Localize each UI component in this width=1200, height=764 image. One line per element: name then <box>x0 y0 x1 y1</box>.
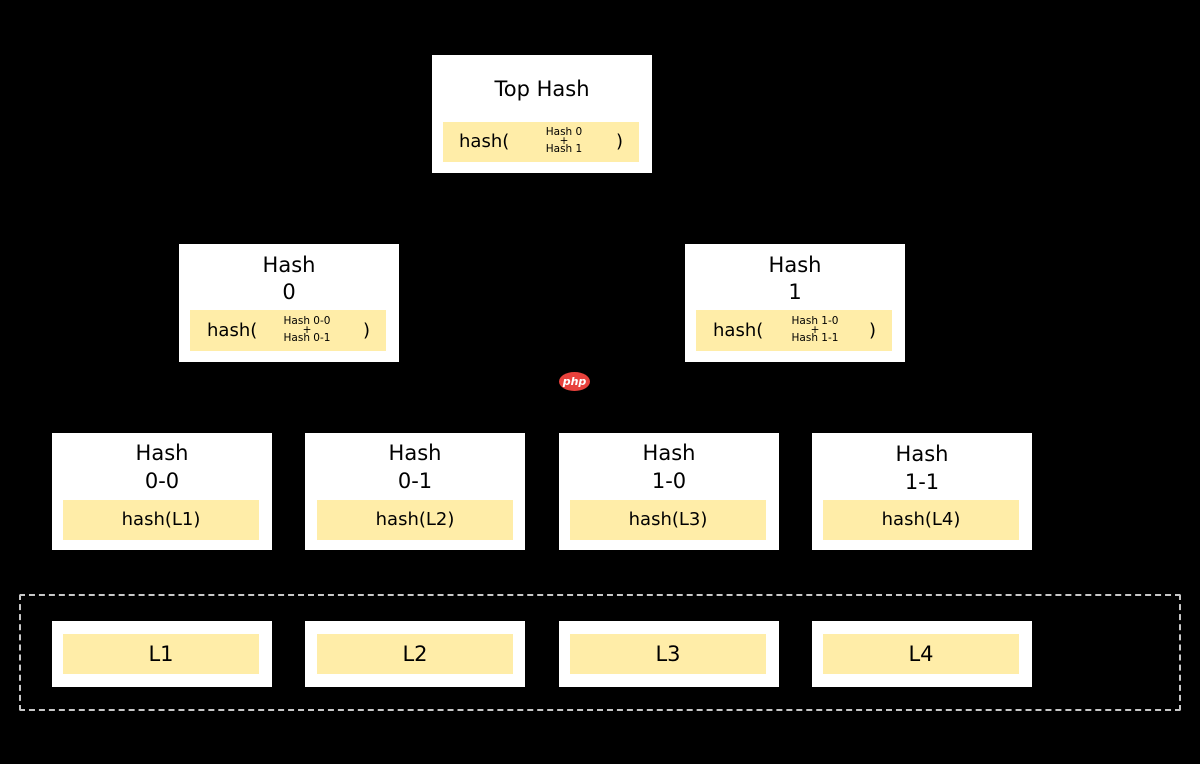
hash-1-title-line1: Hash <box>768 253 822 277</box>
leaf-l3-box: L3 <box>570 634 766 674</box>
arrow-hash0-right <box>342 360 351 368</box>
hash-1-0-title-line1: Hash <box>642 441 696 465</box>
hash-1-1-value-box: hash(L4) <box>823 500 1019 540</box>
hash-close-paren: ) <box>869 320 877 341</box>
top-hash-title: Top Hash <box>494 77 590 101</box>
leaf-l1-label: L1 <box>148 642 174 666</box>
leaf-l2-label: L2 <box>402 642 428 666</box>
hash-0-title-line1: Hash <box>262 253 316 277</box>
operand-a: Hash 0-0 <box>283 315 331 327</box>
arrow-hash1-left <box>734 360 743 368</box>
leaf-l4-label: L4 <box>908 642 934 666</box>
leaf-l1-node: L1 <box>52 621 272 687</box>
hash-function-label: hash( <box>459 131 510 152</box>
hash-operands: Hash 1-0 + Hash 1-1 <box>784 316 846 344</box>
hash-1-1-title-line2: 1-1 <box>904 470 940 494</box>
hash-operands: Hash 0-0 + Hash 0-1 <box>276 316 338 344</box>
leaf-l4-box: L4 <box>823 634 1019 674</box>
hash-0-0-title-line1: Hash <box>135 441 189 465</box>
arrow-hash0-left <box>228 360 237 368</box>
operand-b: Hash 1 <box>545 143 583 155</box>
hash-0-1-value: hash(L2) <box>375 509 455 530</box>
hash-1-0-node: Hash 1-0 hash(L3) <box>559 433 779 550</box>
hash-0-1-value-box: hash(L2) <box>317 500 513 540</box>
hash-1-0-value-box: hash(L3) <box>570 500 766 540</box>
hash-1-1-title-line1: Hash <box>895 442 949 466</box>
hash-1-0-value: hash(L3) <box>628 509 708 530</box>
data-blocks-frame <box>19 594 1181 711</box>
leaf-l2-node: L2 <box>305 621 525 687</box>
arrow-hash1-right <box>849 360 858 368</box>
operand-plus: + <box>559 135 569 147</box>
hash-1-node: Hash 1 hash( Hash 1-0 + Hash 1-1 ) <box>685 244 905 362</box>
operand-plus: + <box>302 324 312 336</box>
hash-1-0-title-line2: 1-0 <box>651 469 687 493</box>
hash-1-1-node: Hash 1-1 hash(L4) <box>812 433 1032 550</box>
hash-0-0-value: hash(L1) <box>121 509 201 530</box>
top-hash-formula: hash( Hash 0 + Hash 1 ) <box>443 122 639 162</box>
hash-0-1-node: Hash 0-1 hash(L2) <box>305 433 525 550</box>
hash-0-formula: hash( Hash 0-0 + Hash 0-1 ) <box>190 310 386 351</box>
hash-0-0-value-box: hash(L1) <box>63 500 259 540</box>
hash-1-formula: hash( Hash 1-0 + Hash 1-1 ) <box>696 310 892 351</box>
operand-a: Hash 1-0 <box>791 315 839 327</box>
top-hash-node: Top Hash hash( Hash 0 + Hash 1 ) <box>432 55 652 173</box>
hash-0-0-node: Hash 0-0 hash(L1) <box>52 433 272 550</box>
hash-close-paren: ) <box>616 131 624 152</box>
arrow-top-right <box>621 170 630 178</box>
leaf-l3-node: L3 <box>559 621 779 687</box>
php-logo-badge: php <box>559 372 590 391</box>
hash-operands: Hash 0 + Hash 1 <box>539 127 589 155</box>
operand-b: Hash 1-1 <box>791 332 839 344</box>
leaf-l1-box: L1 <box>63 634 259 674</box>
hash-0-0-title-line2: 0-0 <box>144 469 180 493</box>
arrow-l1 <box>157 614 167 622</box>
hash-1-1-value: hash(L4) <box>881 509 961 530</box>
arrow-top-left <box>454 170 463 178</box>
hash-0-title-line2: 0 <box>282 280 296 304</box>
hash-1-title-line2: 1 <box>788 280 802 304</box>
leaf-l4-node: L4 <box>812 621 1032 687</box>
operand-a: Hash 0 <box>545 126 583 138</box>
hash-0-node: Hash 0 hash( Hash 0-0 + Hash 0-1 ) <box>179 244 399 362</box>
hash-function-label: hash( <box>713 320 764 341</box>
leaf-l3-label: L3 <box>655 642 681 666</box>
hash-close-paren: ) <box>363 320 371 341</box>
leaf-l2-box: L2 <box>317 634 513 674</box>
hash-0-1-title-line1: Hash <box>388 441 442 465</box>
operand-plus: + <box>810 324 820 336</box>
arrow-l3 <box>663 614 673 622</box>
hash-function-label: hash( <box>207 320 258 341</box>
hash-0-1-title-line2: 0-1 <box>397 469 433 493</box>
operand-b: Hash 0-1 <box>283 332 331 344</box>
